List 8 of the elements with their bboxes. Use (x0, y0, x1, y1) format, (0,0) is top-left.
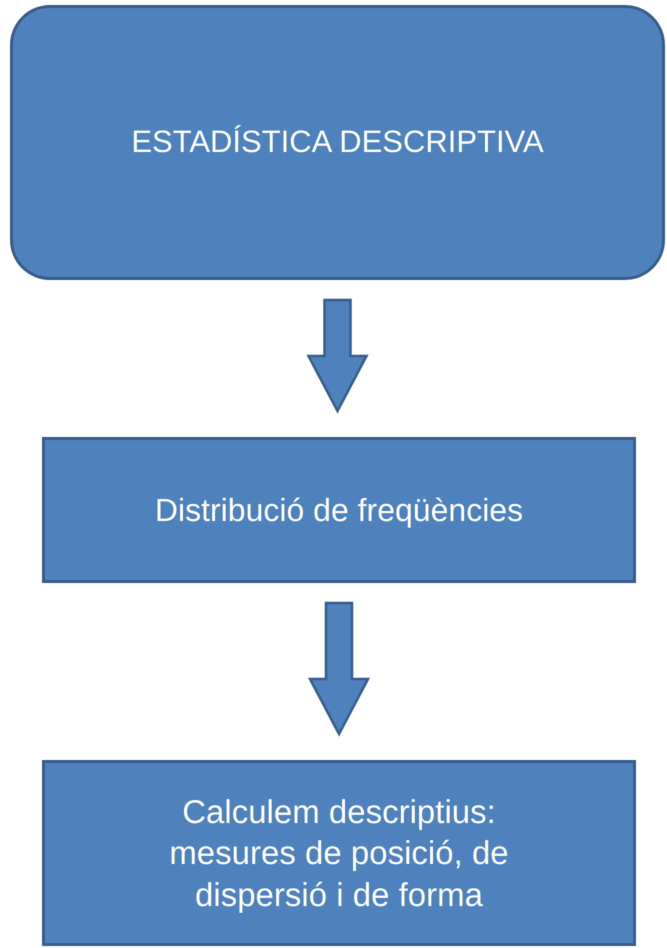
box-label: Distribució de freqüències (154, 491, 524, 530)
process-box (42, 760, 636, 946)
process-box (42, 437, 636, 583)
block-arrow (306, 298, 369, 414)
process-box (10, 5, 665, 280)
box-label: Calculem descriptius: mesures de posició, de dispersió i de forma (168, 792, 510, 915)
block-arrow (308, 602, 370, 737)
box-label: ESTADÍSTICA DESCRIPTIVA (131, 123, 544, 162)
